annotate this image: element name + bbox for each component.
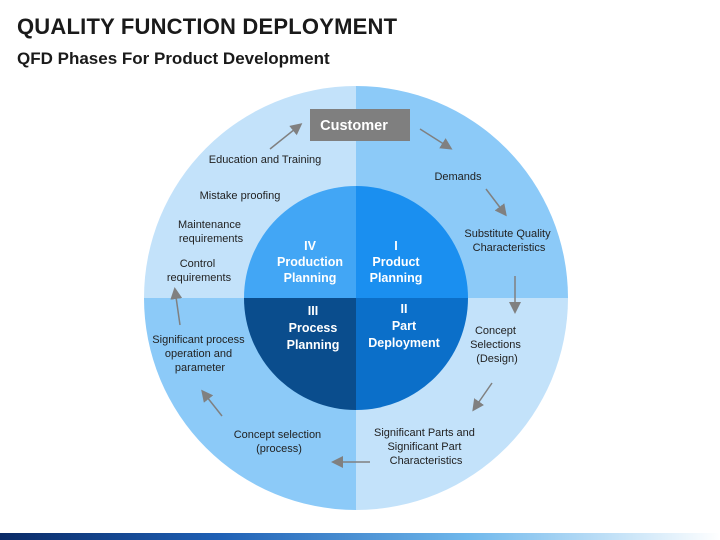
label-significant-process-line-2: operation and (165, 348, 232, 360)
label-concept-selection-process-line-2: (process) (256, 443, 302, 455)
phase-i-quadrant (356, 186, 468, 298)
phase-iv-line1: Production (277, 255, 343, 269)
page-title: QUALITY FUNCTION DEPLOYMENT (17, 14, 398, 39)
label-concept-selections: Concept Selections (Design) (470, 325, 524, 365)
phase-iv-number: IV (304, 239, 316, 253)
phase-iv-line2: Planning (284, 271, 337, 285)
label-demands: Demands (434, 171, 482, 183)
label-control-requirements-line-1: Control (180, 258, 215, 270)
label-significant-process-line-1: Significant process (152, 334, 245, 346)
label-significant-parts: Significant Parts and Significant Part C… (374, 427, 478, 467)
arrow-process-to-control (170, 287, 183, 326)
label-demands-line-1: Demands (434, 171, 482, 183)
label-concept-selection-process-line-1: Concept selection (234, 429, 321, 441)
label-mistake-proofing: Mistake proofing (200, 190, 281, 202)
bottom-gradient-bar (0, 533, 720, 540)
label-maintenance-requirements-line-1: Maintenance (178, 219, 241, 231)
label-significant-process: Significant process operation and parame… (152, 334, 247, 374)
label-substitute-quality: Substitute Quality Characteristics (464, 228, 553, 254)
arrow-demands-to-substitute (485, 188, 507, 217)
label-maintenance-requirements-line-2: requirements (179, 233, 244, 245)
customer-box (310, 109, 410, 141)
phase-ii-number: II (401, 302, 408, 316)
label-education-training-line-1: Education and Training (209, 154, 322, 166)
label-control-requirements: Control requirements (167, 258, 232, 284)
label-significant-process-line-3: parameter (175, 362, 225, 374)
label-significant-parts-line-3: Characteristics (390, 455, 463, 467)
label-substitute-quality-line-1: Substitute Quality (464, 228, 551, 240)
label-concept-selection-process: Concept selection (process) (234, 429, 325, 455)
phase-iii-line1: Process (289, 321, 338, 335)
label-concept-selections-line-2: Selections (470, 339, 521, 351)
arrow-concept-to-significant-parts (472, 382, 493, 412)
label-significant-parts-line-1: Significant Parts and (374, 427, 475, 439)
phase-iii-number: III (308, 304, 318, 318)
phase-iii-line2: Planning (287, 338, 340, 352)
label-maintenance-requirements: Maintenance requirements (178, 219, 244, 245)
phase-ii-quadrant (356, 298, 468, 410)
label-control-requirements-line-2: requirements (167, 272, 232, 284)
phase-ii-line1: Part (392, 319, 417, 333)
label-significant-parts-line-2: Significant Part (387, 441, 461, 453)
phase-ii-line2: Deployment (368, 336, 440, 350)
arrow-customer-to-demands (419, 128, 453, 150)
arrow-education-to-customer (269, 123, 303, 150)
phase-i-number: I (394, 239, 397, 253)
label-education-training: Education and Training (209, 154, 322, 166)
customer-label: Customer (320, 118, 388, 134)
label-concept-selections-line-3: (Design) (476, 353, 518, 365)
arrow-concept-selection-to-process (201, 389, 223, 417)
phase-i-line1: Product (372, 255, 420, 269)
page-subtitle: QFD Phases For Product Development (17, 49, 330, 68)
label-concept-selections-line-1: Concept (475, 325, 516, 337)
phase-iv-quadrant (244, 186, 356, 298)
phase-iii-quadrant (244, 298, 356, 410)
label-mistake-proofing-line-1: Mistake proofing (200, 190, 281, 202)
label-substitute-quality-line-2: Characteristics (473, 242, 546, 254)
phase-i-line2: Planning (370, 271, 423, 285)
